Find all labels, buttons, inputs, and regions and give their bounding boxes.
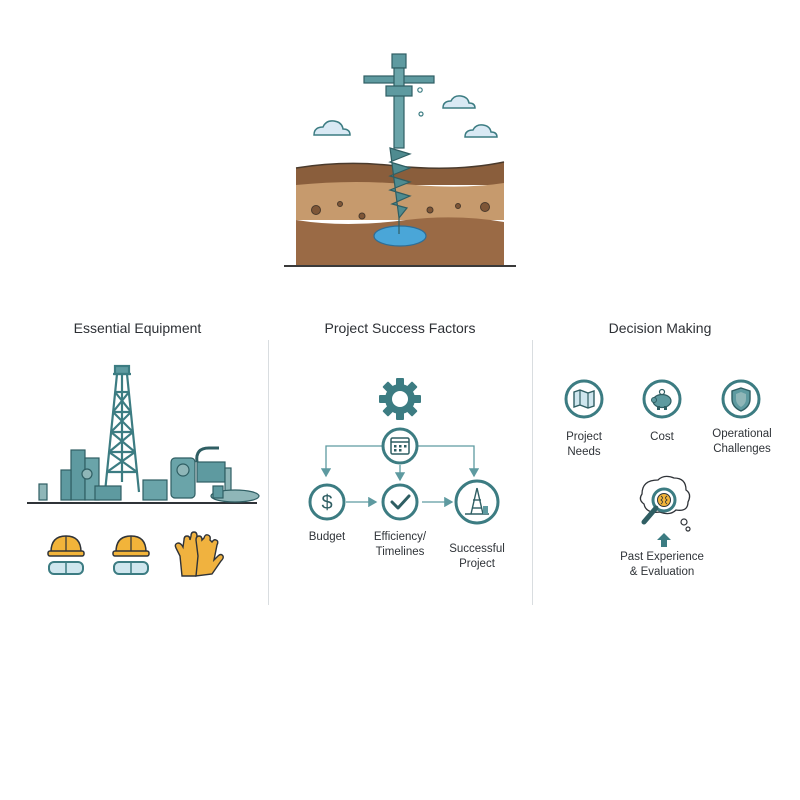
section-title-success: Project Success Factors <box>324 320 476 336</box>
calendar-icon <box>381 427 419 465</box>
magnifier-brain-icon <box>639 475 691 532</box>
svg-text:$: $ <box>321 492 332 514</box>
section-title-equipment: Essential Equipment <box>73 320 202 336</box>
section-title-decision: Decision Making <box>608 320 712 336</box>
map-icon <box>564 379 604 419</box>
label-past-line2: & Evaluation <box>629 566 695 578</box>
label-past-line1: Past Experience <box>620 551 704 563</box>
gear-icon <box>379 378 421 420</box>
hard-hat-goggles-icon <box>47 535 85 575</box>
label-needs-line2: Needs <box>567 446 601 458</box>
check-icon <box>381 483 419 521</box>
label-cost: Cost <box>650 431 674 443</box>
label-efficiency-line1: Efficiency/ <box>373 531 427 543</box>
label-successful-line2: Project <box>459 558 495 570</box>
cloud-icon <box>464 124 498 138</box>
divider-left <box>268 340 269 605</box>
label-efficiency-line2: Timelines <box>375 546 425 558</box>
label-budget: Budget <box>308 531 346 543</box>
label-needs-line1: Project <box>566 431 602 443</box>
oil-rig-icon <box>27 364 260 504</box>
divider-right <box>532 340 533 605</box>
label-successful-line1: Successful <box>449 543 505 555</box>
label-operational-line1: Operational <box>712 428 772 440</box>
derrick-icon <box>454 479 500 525</box>
dollar-icon: $ <box>308 483 346 521</box>
success-flow-connectors <box>320 445 480 508</box>
piggy-bank-icon <box>642 379 682 419</box>
arrow-up-icon <box>657 533 671 547</box>
cloud-icon <box>313 120 351 136</box>
hard-hat-goggles-icon <box>112 535 150 575</box>
label-operational-line2: Challenges <box>713 443 771 455</box>
drill-illustration <box>284 53 516 267</box>
cloud-icon <box>442 95 476 109</box>
shield-icon <box>721 379 761 419</box>
drill-icon <box>363 53 435 234</box>
gloves-icon <box>174 531 224 577</box>
